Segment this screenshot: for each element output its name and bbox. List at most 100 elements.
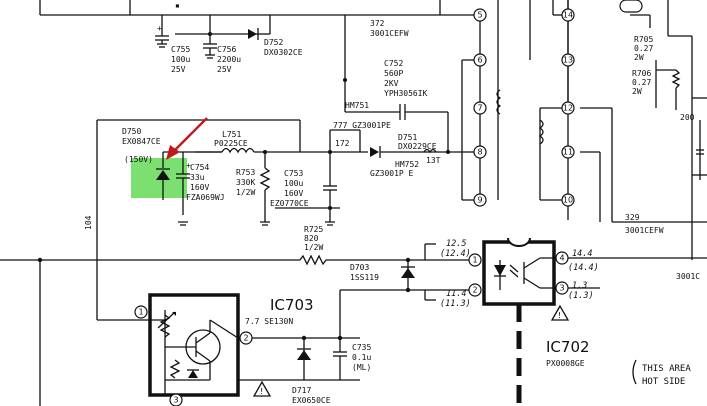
c756-label: C756 xyxy=(217,45,236,54)
c756-value: 2200u xyxy=(217,55,241,64)
svg-text:1: 1 xyxy=(138,308,143,317)
c753-label: C753 xyxy=(284,169,303,178)
r705-label: R705 xyxy=(634,35,653,44)
gz-label: 777 GZ3001PE xyxy=(333,121,391,130)
svg-text:!: ! xyxy=(557,311,562,320)
svg-text:14: 14 xyxy=(563,11,573,20)
r372-label: 372 xyxy=(370,19,385,28)
svg-text:5: 5 xyxy=(477,11,482,20)
cap-c754: + xyxy=(176,152,191,215)
svg-text:3: 3 xyxy=(173,396,178,405)
voltage-12-4: (12.4) xyxy=(440,249,471,259)
d717-part: EX0650CE xyxy=(292,396,331,405)
pin-node-9: 9 xyxy=(473,193,487,207)
n200-label: 200 xyxy=(680,113,695,122)
voltage-14-4-paren: (14.4) xyxy=(568,263,599,273)
r753-label: R753 xyxy=(236,168,255,177)
c735-label: C735 xyxy=(352,343,371,352)
r706-power: 2W xyxy=(632,87,642,96)
hm751-label: HM751 xyxy=(345,101,369,110)
d751-part: DX0229CE xyxy=(398,142,437,151)
svg-text:13: 13 xyxy=(563,56,573,65)
voltage-1-3-paren: (1.3) xyxy=(568,291,594,301)
voltage-1-3: 1.3 xyxy=(572,281,587,291)
c754-value: 33u xyxy=(190,173,205,182)
cap-c756 xyxy=(203,32,217,59)
r372-part: 3001CEFW xyxy=(370,29,409,38)
r705-power: 2W xyxy=(634,53,644,62)
r725-power: 1/2W xyxy=(304,243,323,252)
d703-part: 1SS119 xyxy=(350,273,379,282)
svg-text:2: 2 xyxy=(243,334,248,343)
svg-text:10: 10 xyxy=(563,196,573,205)
r329-label: 329 xyxy=(625,213,640,222)
voltage-14-4: 14.4 xyxy=(572,249,592,259)
gz2-label: GZ3001P E xyxy=(370,169,414,178)
r706-label: R706 xyxy=(632,69,651,78)
r705-value: 0.27 xyxy=(634,44,653,53)
pin-node-10: 10 xyxy=(561,193,575,207)
pin-node-12: 12 xyxy=(561,101,575,115)
ic703-pin-3: 3 xyxy=(169,393,183,406)
red-arrow-indicator xyxy=(166,117,208,160)
ic703-pin-1: 1 xyxy=(134,305,148,319)
ic703-pin-2: 2 xyxy=(239,331,253,345)
pin-node-6: 6 xyxy=(473,53,487,67)
c755-label: C755 xyxy=(171,45,190,54)
n104-label: 104 xyxy=(84,215,93,230)
l751-part: P0225CE xyxy=(214,139,248,148)
r753-value: 330K xyxy=(236,178,255,187)
voltage-11-3: (11.3) xyxy=(440,299,471,309)
diode-d750 xyxy=(156,151,222,200)
ic703-regulator: ! xyxy=(130,293,272,397)
n172-label: 172 xyxy=(335,139,350,148)
l751-label: L751 xyxy=(222,130,241,139)
caution-line1: THIS AREA xyxy=(642,364,691,374)
c752-wiring xyxy=(343,78,449,152)
ic702-pin-4: 4 xyxy=(555,251,569,265)
caution-line2: HOT SIDE xyxy=(642,377,685,387)
c754-voltage: 160V xyxy=(190,183,209,192)
c753-value: 100u xyxy=(284,179,303,188)
ground-symbols xyxy=(178,221,335,226)
pin-node-7: 7 xyxy=(473,101,487,115)
r753-power: 1/2W xyxy=(236,188,255,197)
resistor-r753 xyxy=(259,152,271,222)
svg-text:7: 7 xyxy=(477,104,482,113)
svg-text:8: 8 xyxy=(477,148,482,157)
svg-text:6: 6 xyxy=(477,56,482,65)
c755-value: 100u xyxy=(171,55,190,64)
svg-text:1: 1 xyxy=(472,256,477,265)
ic702-optocoupler: ! xyxy=(482,237,707,406)
d717-c735-wiring xyxy=(238,335,360,381)
ic702-label: IC702 xyxy=(546,338,590,356)
c753-part: EZ0770CE xyxy=(270,199,309,208)
c752-voltage: 2KV xyxy=(384,79,399,88)
c752-label: C752 xyxy=(384,59,403,68)
d751-label: D751 xyxy=(398,133,417,142)
svg-text:12: 12 xyxy=(563,104,573,113)
c754-label: C754 xyxy=(190,163,209,172)
ic703-label: IC703 xyxy=(270,296,314,314)
n13t-label: 13T xyxy=(426,156,441,165)
voltage-11-4: 11.4 xyxy=(446,289,466,299)
svg-text:9: 9 xyxy=(477,196,482,205)
r706-value: 0.27 xyxy=(632,78,651,87)
cap-c755: + xyxy=(155,15,169,48)
r725-value: 820 xyxy=(304,234,319,243)
d717-label: D717 xyxy=(292,386,311,395)
voltage-12-5: 12.5 xyxy=(446,239,466,249)
hm752-label: HM752 xyxy=(395,160,419,169)
svg-text:!: ! xyxy=(259,387,264,396)
svg-text:2: 2 xyxy=(472,286,477,295)
ic702-pin-1: 1 xyxy=(468,253,482,267)
d750-label: D750 xyxy=(122,127,141,136)
pin-node-14: 14 xyxy=(561,8,575,22)
c755-voltage: 25V xyxy=(171,65,186,74)
r329-part: 3001CEFW xyxy=(625,226,664,235)
mid-wiring xyxy=(0,243,475,406)
caution-bracket xyxy=(632,359,637,385)
ic702-pin-3: 3 xyxy=(555,281,569,295)
